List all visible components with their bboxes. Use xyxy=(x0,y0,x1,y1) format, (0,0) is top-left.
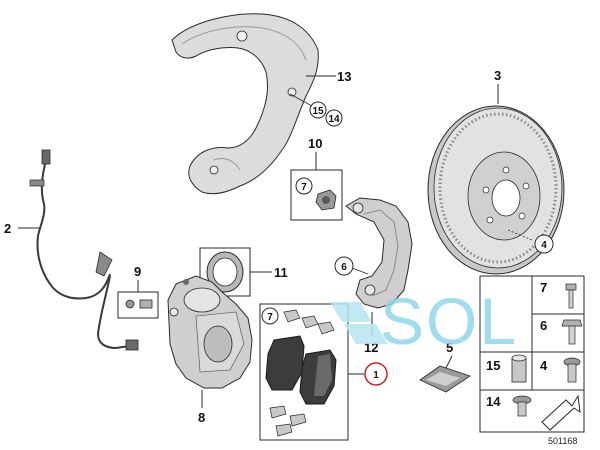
brake-pad-inner xyxy=(265,335,305,391)
carrier-bolt-group: 10 7 xyxy=(290,136,343,221)
document-number: 501168 xyxy=(548,436,577,446)
sleeve-icon xyxy=(511,354,527,383)
legend-num-wheel-bolt: 4 xyxy=(540,358,548,373)
dust-shield xyxy=(171,13,319,195)
shield-screw-a-number: 15 xyxy=(312,106,324,117)
brake-disc xyxy=(427,105,565,275)
pad-hardware-number: 7 xyxy=(267,312,273,323)
watermark-text: SOL xyxy=(380,284,518,358)
wear-sensor-number: 5 xyxy=(446,340,453,355)
brake-pad-kit: 7 1 xyxy=(259,303,388,441)
legend-num-sleeve: 15 xyxy=(486,358,500,373)
pad-kit-number: 1 xyxy=(373,370,379,381)
disc-callout: 3 xyxy=(494,68,501,104)
dust-shield-callout: 13 xyxy=(306,69,351,84)
brake-caliper: 8 xyxy=(167,275,253,425)
sensor-callout: 2 xyxy=(4,221,40,236)
caliper-carrier xyxy=(345,197,413,309)
disc-bolt-number: 4 xyxy=(541,240,547,251)
hardware-legend-table: 7 6 15 4 14 xyxy=(479,275,585,433)
watermark-stripes-icon xyxy=(330,302,388,344)
wear-sensor-kit: 5 xyxy=(419,340,471,393)
shield-screw-callouts: 15 14 xyxy=(289,93,343,127)
caliper-bolt-icon xyxy=(565,283,577,309)
carrier-callout: 6 xyxy=(334,256,369,276)
pad-clips-top xyxy=(283,309,335,335)
legend-num-flange-screw: 14 xyxy=(486,394,501,409)
carrier-number: 6 xyxy=(341,262,347,273)
carrier-bolt-group-number: 10 xyxy=(308,136,322,151)
disc-bolt-callout: 4 xyxy=(507,229,554,254)
direction-arrow-icon xyxy=(541,394,581,431)
piston-seal-kit: 11 xyxy=(199,247,288,297)
hardware-top-number: 7 xyxy=(301,182,307,193)
sensor-number: 2 xyxy=(4,221,11,236)
dust-shield-number: 13 xyxy=(337,69,351,84)
bleeder-kit-number: 9 xyxy=(134,264,141,279)
hex-bolt-icon xyxy=(561,319,583,345)
seal-number: 11 xyxy=(274,265,288,280)
legend-num-caliper-bolt: 7 xyxy=(540,280,547,295)
caliper-number: 8 xyxy=(198,410,205,425)
legend-num-hex-bolt: 6 xyxy=(540,318,547,333)
wheel-bolt-icon xyxy=(563,357,581,383)
pad-clips-bottom xyxy=(269,405,307,437)
flange-screw-icon xyxy=(512,395,532,417)
wheel-speed-sensor xyxy=(29,149,139,351)
disc-number: 3 xyxy=(494,68,501,83)
bleeder-kit: 9 xyxy=(117,264,159,319)
shield-screw-b-number: 14 xyxy=(328,114,340,125)
pad-kit-highlight-ring xyxy=(364,362,388,386)
sol-watermark: SOL xyxy=(330,284,518,358)
